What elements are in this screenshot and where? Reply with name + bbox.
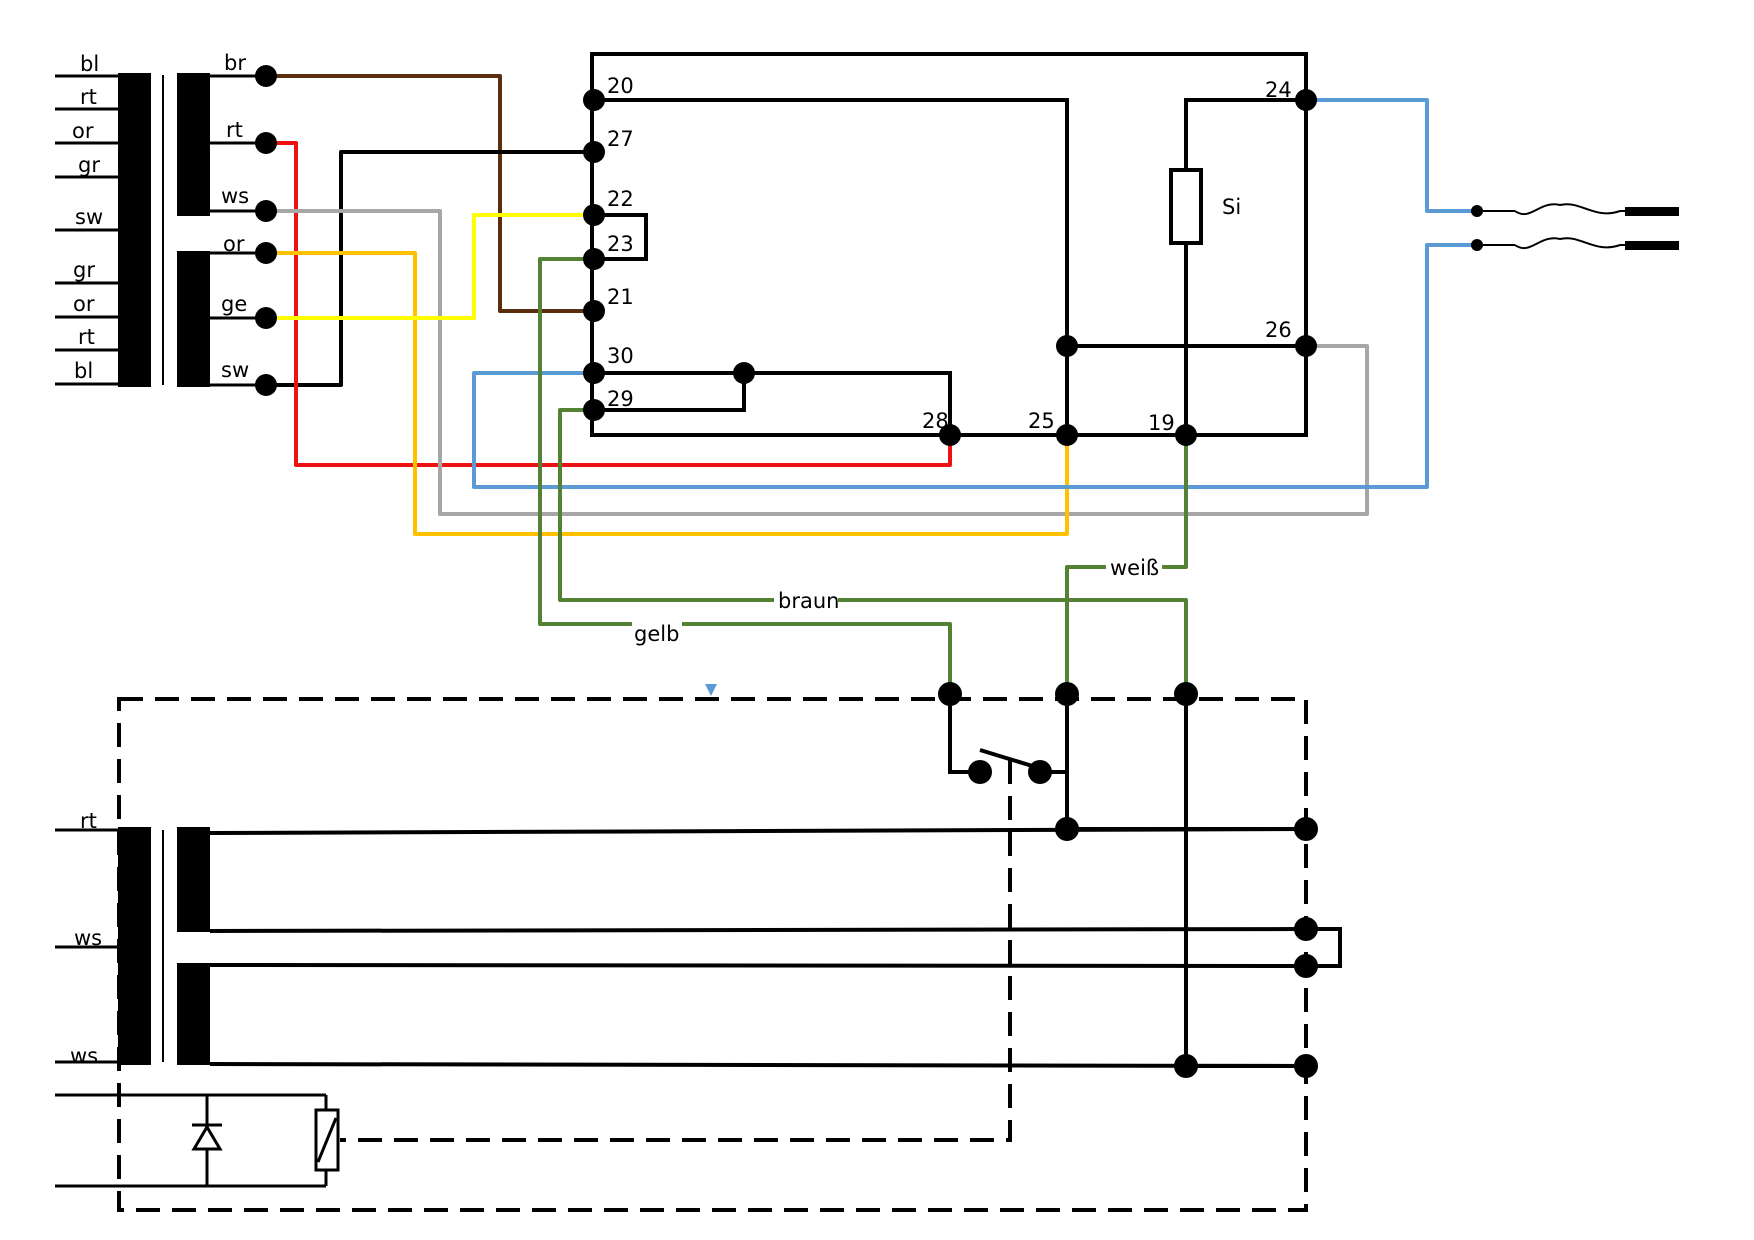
- diode-relay-circuit: [55, 1093, 328, 1188]
- terminal-label: 23: [607, 232, 634, 256]
- wire-label-braun: braun: [778, 589, 839, 613]
- tap-label: or: [223, 232, 245, 256]
- secondary-bus-lines: [209, 827, 1342, 1068]
- tap-label: sw: [221, 358, 249, 382]
- wire-black-sw: [266, 150, 594, 387]
- terminal-label: 22: [607, 187, 634, 211]
- wire-label-weiss: weiß: [1110, 556, 1159, 580]
- lead-label: bl: [74, 359, 93, 383]
- wire-label-gelb: gelb: [634, 622, 679, 646]
- marker-triangle: [705, 684, 717, 696]
- internal-connections: [594, 98, 1306, 435]
- terminal-label: 20: [607, 74, 634, 98]
- lead-label: gr: [78, 153, 100, 177]
- control-box: Si 20 27 22 23 21 30 29 28 25 19 24 26: [590, 52, 1308, 437]
- wire-yellow: [266, 213, 594, 320]
- lead-label: rt: [80, 809, 97, 833]
- fuse-label: Si: [1222, 195, 1241, 219]
- transformer-top: bl rt or gr sw gr or rt bl br rt ws or g…: [55, 51, 266, 387]
- terminal-label: 21: [607, 285, 634, 309]
- lead-label: sw: [75, 205, 103, 229]
- transformer-symbol-bottom: rt ws ws: [55, 809, 210, 1068]
- wire-grey: [266, 209, 1369, 516]
- tap-label: rt: [226, 118, 243, 142]
- terminal-label: 27: [607, 127, 634, 151]
- terminal-label: 26: [1265, 318, 1292, 342]
- plug-symbol: [1477, 203, 1679, 250]
- tap-label: ws: [221, 184, 249, 208]
- wire-orange: [266, 251, 1069, 536]
- wire-brown: [266, 74, 594, 313]
- primary-leads: [55, 74, 118, 386]
- terminal-label: 25: [1028, 409, 1055, 433]
- terminal-label: 29: [607, 387, 634, 411]
- diode-symbol: [191, 1123, 223, 1151]
- fuse-symbol: Si: [1169, 168, 1241, 245]
- wire-red: [266, 141, 952, 467]
- lead-label: or: [72, 119, 94, 143]
- switch-contact-symbol: [340, 694, 1188, 1142]
- terminal-labels: 20 27 22 23 21 30 29 28 25 19 24 26: [607, 74, 1292, 435]
- lead-label: bl: [80, 52, 99, 76]
- lower-module-outline: [117, 697, 1308, 1212]
- primary-lead-labels: bl rt or gr sw gr or rt bl: [72, 52, 103, 383]
- terminal-label: 19: [1148, 411, 1175, 435]
- wire-labels: weiß braun gelb: [632, 554, 1162, 646]
- lead-label: rt: [80, 85, 97, 109]
- connection-dots: [255, 65, 1483, 1078]
- lower-module: rt ws ws: [55, 684, 1342, 1212]
- lead-label: ws: [74, 926, 102, 950]
- lead-label: gr: [73, 258, 95, 282]
- lead-label: or: [73, 292, 95, 316]
- tap-label: br: [224, 51, 246, 75]
- transformer-symbol-top: [118, 73, 210, 387]
- lead-label: rt: [78, 325, 95, 349]
- relay-coil-symbol: [314, 1108, 340, 1172]
- tap-label: ge: [221, 292, 247, 316]
- secondary-lead-labels: br rt ws or ge sw: [221, 51, 249, 382]
- terminal-label: 24: [1265, 78, 1292, 102]
- terminal-label: 30: [607, 344, 634, 368]
- wire-blue: [472, 98, 1477, 489]
- lead-label: ws: [70, 1044, 98, 1068]
